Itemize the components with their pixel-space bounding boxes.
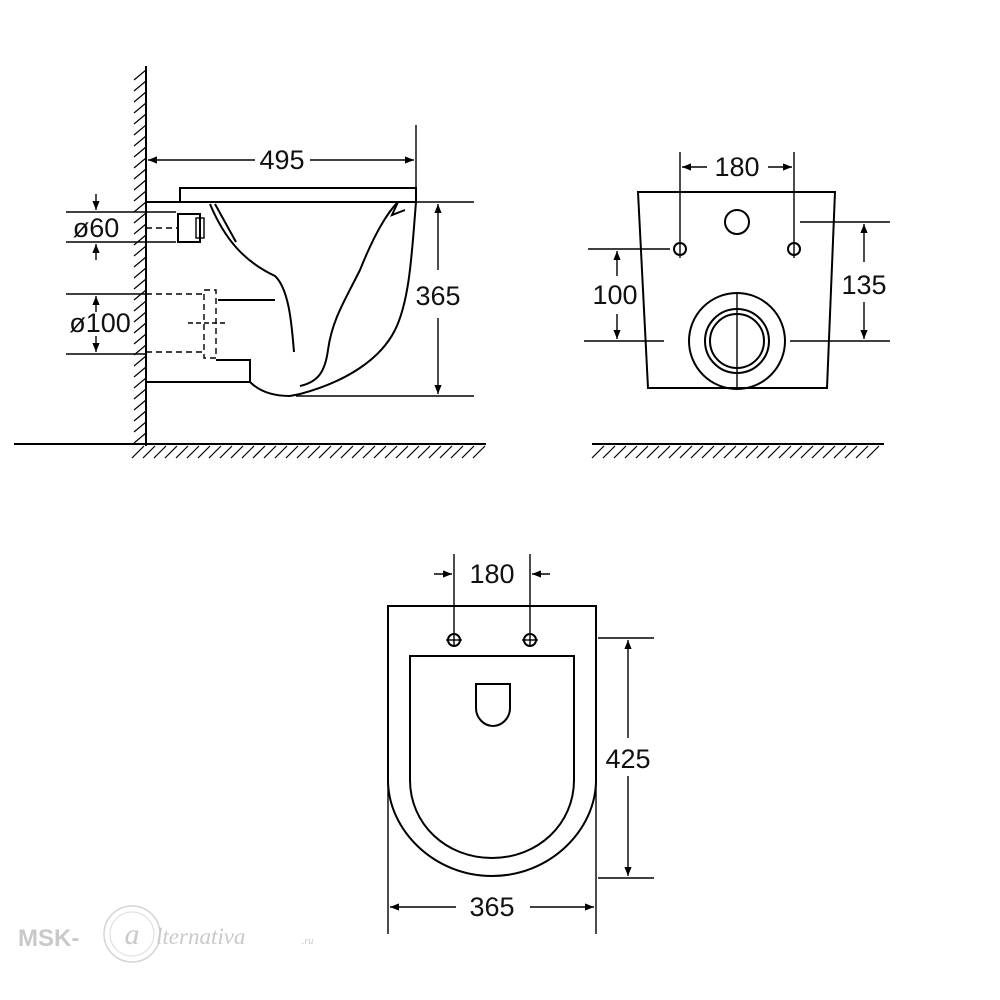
label-rear-inlet-height: 135 bbox=[841, 270, 886, 300]
dim-rear-100: 100 bbox=[584, 248, 670, 342]
floor-hatch bbox=[591, 445, 880, 459]
dim-inlet-60: ø60 bbox=[66, 194, 176, 260]
dim-top-depth-425: 425 bbox=[598, 637, 654, 879]
dim-top-width-365: 365 bbox=[387, 782, 597, 934]
watermark-at-logo: a bbox=[103, 905, 161, 963]
label-rear-bolt-height: 100 bbox=[592, 280, 637, 310]
seat-outline bbox=[409, 655, 575, 860]
label-top-depth: 425 bbox=[605, 744, 650, 774]
watermark-domain: .ru bbox=[302, 936, 313, 947]
wall-hatch bbox=[133, 69, 147, 444]
top-outer-outline bbox=[387, 605, 597, 878]
watermark-suffix: lternativa bbox=[156, 924, 245, 949]
toilet-side-body bbox=[146, 187, 417, 397]
label-inlet-diameter: ø60 bbox=[73, 213, 120, 243]
rear-view: 180 100 135 bbox=[584, 152, 890, 459]
dim-rear-bolt-180: 180 bbox=[679, 152, 795, 258]
label-top-bolt-spacing: 180 bbox=[469, 559, 514, 589]
dim-width-495: 495 bbox=[148, 125, 417, 190]
inlet-hole bbox=[724, 209, 750, 235]
watermark: MSK- a lternativa .ru bbox=[18, 905, 313, 963]
dim-rear-135: 135 bbox=[790, 221, 890, 342]
watermark-prefix: MSK- bbox=[18, 925, 79, 952]
side-view: 495 365 ø60 ø100 bbox=[14, 66, 486, 459]
label-outlet-diameter: ø100 bbox=[69, 308, 131, 338]
top-view: 180 425 365 bbox=[387, 554, 654, 934]
drain-opening bbox=[475, 683, 511, 728]
floor-rear bbox=[591, 443, 884, 459]
outlet-ring bbox=[688, 292, 786, 390]
floor-side bbox=[14, 443, 486, 459]
label-side-height: 365 bbox=[415, 281, 460, 311]
dim-height-365: 365 bbox=[146, 201, 474, 397]
floor-hatch bbox=[131, 445, 486, 459]
rear-outline bbox=[636, 191, 837, 389]
svg-text:a: a bbox=[125, 918, 140, 951]
wall bbox=[133, 66, 147, 446]
dim-outlet-100: ø100 bbox=[66, 293, 146, 355]
label-rear-bolt-spacing: 180 bbox=[714, 152, 759, 182]
label-top-width: 365 bbox=[469, 892, 514, 922]
dim-top-bolt-180: 180 bbox=[434, 554, 550, 646]
label-side-width: 495 bbox=[259, 145, 304, 175]
